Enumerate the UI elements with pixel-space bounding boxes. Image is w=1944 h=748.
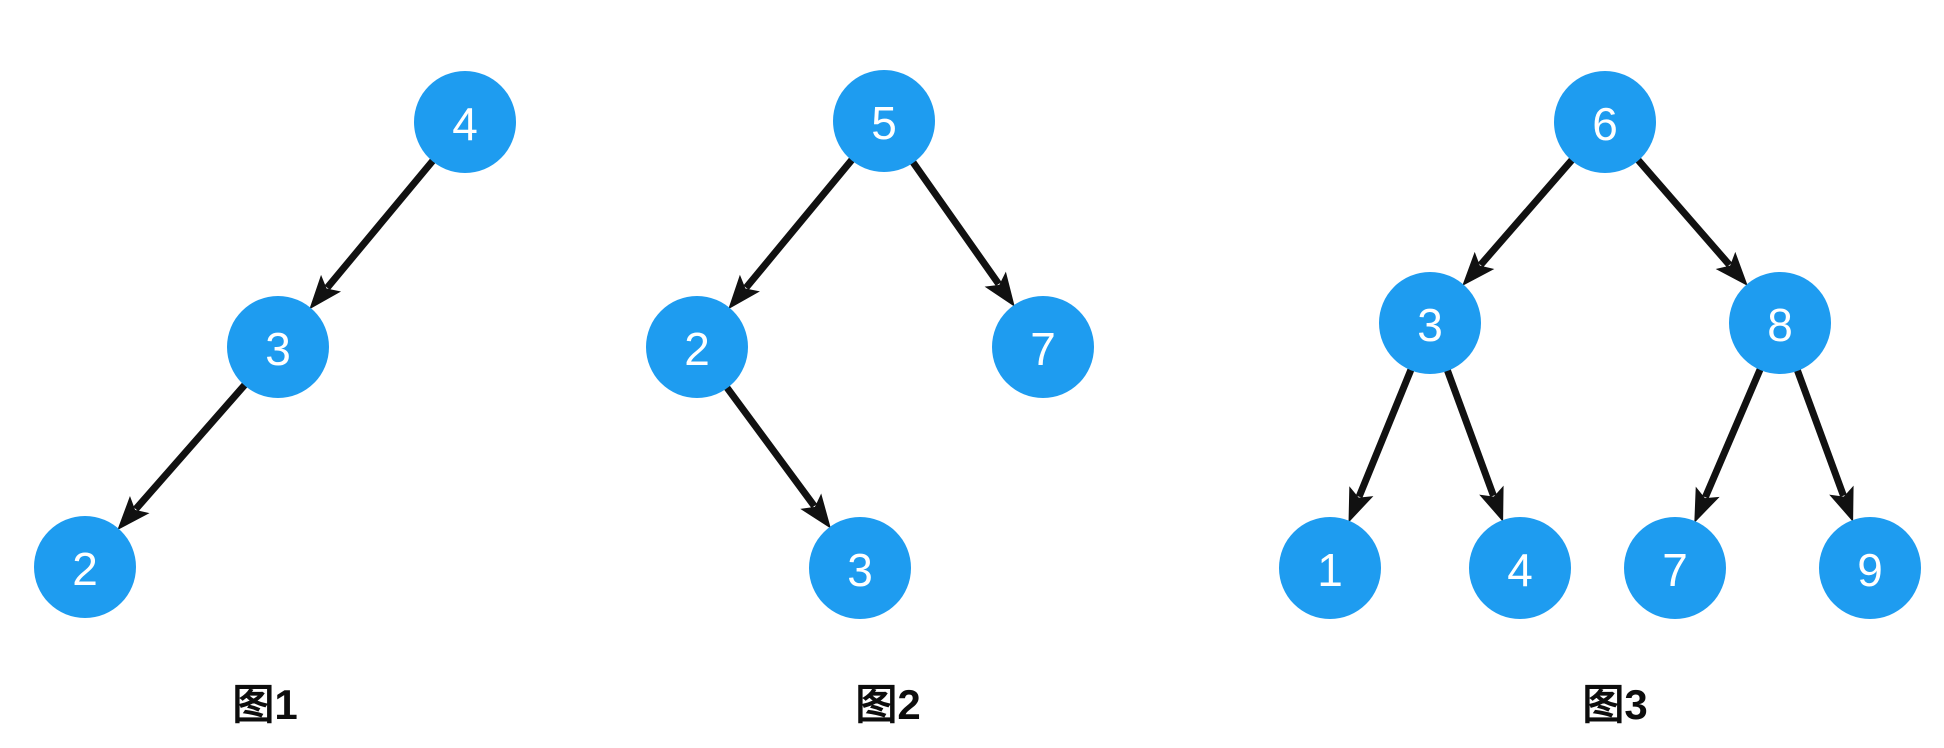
edge-line [1793,367,1847,497]
tree-edge [1348,367,1415,523]
node-circle[interactable] [1279,517,1381,619]
tree-edge [728,156,856,310]
edge-arrowhead-icon [1348,486,1374,523]
edge-arrowhead-icon [1694,486,1720,523]
node-circle[interactable] [1554,71,1656,173]
nodes-layer: 4 3 2 5 2 7 3 6 3 8 1 4 7 9 [34,70,1921,619]
edge-arrowhead-icon [1829,485,1854,523]
node-label: 7 [1030,323,1056,375]
edge-line [1355,367,1415,499]
node-circle[interactable] [414,71,516,173]
tree-edge [909,159,1015,307]
edge-arrowhead-icon [800,493,831,529]
node-label: 3 [1417,299,1443,351]
node-label: 4 [452,98,478,150]
node-circle[interactable] [34,516,136,618]
tree-node[interactable]: 6 [1554,71,1656,173]
tree-edge [309,157,437,310]
tree-node[interactable]: 3 [227,296,329,398]
tree-node[interactable]: 8 [1729,272,1831,374]
node-label: 1 [1317,544,1343,596]
edge-line [1634,156,1733,268]
node-label: 2 [684,323,710,375]
node-circle[interactable] [1379,272,1481,374]
tree-node[interactable]: 2 [646,296,748,398]
node-label: 3 [847,544,873,596]
tree-edge [723,384,831,529]
node-circle[interactable] [1469,517,1571,619]
tree-edge [117,381,249,531]
tree-node[interactable]: 3 [809,517,911,619]
node-circle[interactable] [1819,517,1921,619]
edge-line [133,381,249,512]
node-label: 8 [1767,299,1793,351]
tree-node[interactable]: 4 [414,71,516,173]
edge-arrowhead-icon [728,274,760,310]
tree-edge [1443,367,1504,523]
tree-edge [1634,156,1748,287]
node-label: 9 [1857,544,1883,596]
tree-caption-tree-3: 图3 [1582,681,1648,728]
node-label: 3 [265,323,291,375]
tree-caption-tree-1: 图1 [232,681,298,728]
node-circle[interactable] [646,296,748,398]
edge-arrowhead-icon [117,496,150,531]
tree-edge [1793,367,1854,523]
edge-arrowhead-icon [984,271,1015,307]
edge-line [723,384,818,509]
tree-edge [1694,366,1764,523]
edge-line [324,157,437,291]
tree-node[interactable]: 2 [34,516,136,618]
tree-node[interactable]: 5 [833,70,935,172]
edge-line [743,156,856,290]
tree-node[interactable]: 7 [992,296,1094,398]
tree-node[interactable]: 4 [1469,517,1571,619]
node-circle[interactable] [1624,517,1726,619]
tree-caption-tree-2: 图2 [855,681,921,728]
node-circle[interactable] [833,70,935,172]
node-circle[interactable] [809,517,911,619]
edge-line [1702,366,1764,499]
tree-edge [1462,156,1576,287]
edge-line [1443,367,1497,497]
node-circle[interactable] [992,296,1094,398]
edge-arrowhead-icon [309,274,342,310]
edge-arrowhead-icon [1462,251,1495,287]
tree-node[interactable]: 9 [1819,517,1921,619]
node-label: 2 [72,543,98,595]
edge-line [909,159,1002,287]
edges-layer [117,156,1854,531]
tree-node[interactable]: 7 [1624,517,1726,619]
node-circle[interactable] [1729,272,1831,374]
node-label: 7 [1662,544,1688,596]
edge-line [1477,156,1576,268]
edge-arrowhead-icon [1479,485,1504,523]
node-label: 4 [1507,544,1533,596]
node-circle[interactable] [227,296,329,398]
node-label: 5 [871,97,897,149]
edge-arrowhead-icon [1715,251,1748,287]
node-label: 6 [1592,98,1618,150]
tree-node[interactable]: 3 [1379,272,1481,374]
tree-node[interactable]: 1 [1279,517,1381,619]
